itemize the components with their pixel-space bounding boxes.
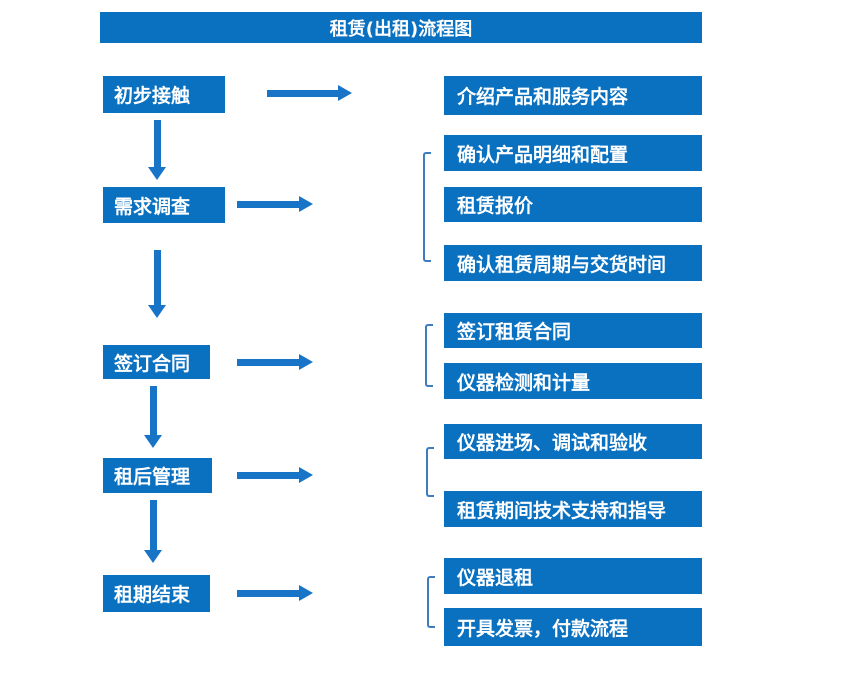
page-title: 租赁(出租)流程图 <box>100 12 702 43</box>
output-box-invoice-payment: 开具发票，付款流程 <box>444 608 702 646</box>
step-box-initial-contact: 初步接触 <box>103 76 225 113</box>
arrow-down-icon <box>148 120 166 180</box>
output-box-confirm-details: 确认产品明细和配置 <box>444 135 702 171</box>
arrow-right-icon <box>237 467 313 483</box>
output-box-sign-rental-contract: 签订租赁合同 <box>444 313 702 348</box>
output-box-instrument-entry: 仪器进场、调试和验收 <box>444 424 702 459</box>
arrow-right-icon <box>267 85 352 101</box>
step-box-rental-end: 租期结束 <box>103 575 210 612</box>
output-box-introduce-products: 介绍产品和服务内容 <box>444 76 702 115</box>
output-box-instrument-testing: 仪器检测和计量 <box>444 363 702 399</box>
bracket-group-rental-end <box>427 576 435 628</box>
step-box-demand-survey: 需求调查 <box>103 187 225 223</box>
output-box-confirm-period: 确认租赁周期与交货时间 <box>444 245 702 281</box>
arrow-right-icon <box>237 354 313 370</box>
output-box-instrument-return: 仪器退租 <box>444 558 702 594</box>
output-box-tech-support: 租赁期间技术支持和指导 <box>444 491 702 527</box>
bracket-group-sign-contract <box>425 324 433 387</box>
bracket-group-post-rental <box>426 447 434 497</box>
arrow-right-icon <box>237 585 313 601</box>
arrow-right-icon <box>237 196 313 212</box>
step-box-sign-contract: 签订合同 <box>103 345 210 379</box>
step-box-post-rental-mgmt: 租后管理 <box>103 458 212 493</box>
bracket-group-demand-survey <box>423 152 431 262</box>
arrow-down-icon <box>144 386 162 448</box>
arrow-down-icon <box>144 500 162 563</box>
output-box-rental-quote: 租赁报价 <box>444 187 702 222</box>
arrow-down-icon <box>148 250 166 318</box>
